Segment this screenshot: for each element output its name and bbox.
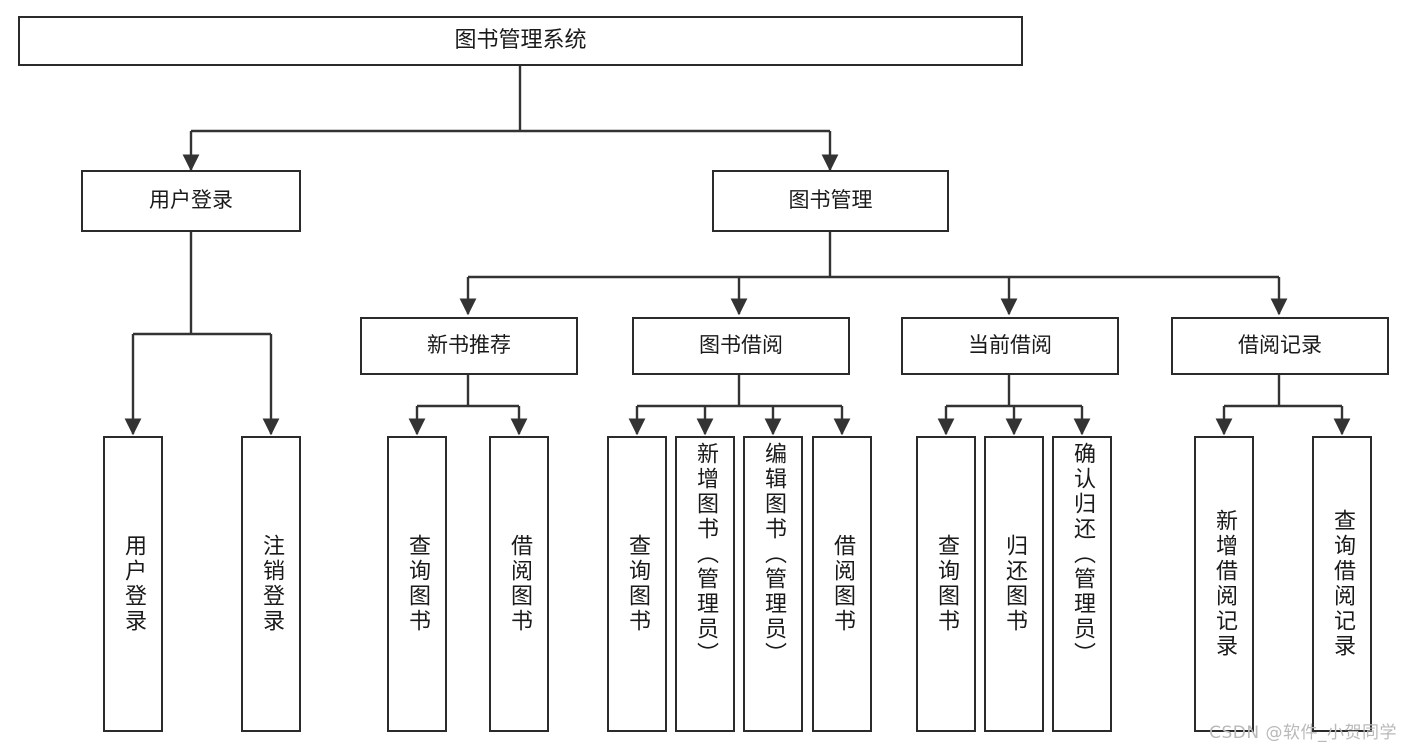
node-label: 用户登录 — [121, 534, 146, 634]
leaf-new-book-query-book[interactable]: 查询图书 — [387, 436, 447, 732]
node-current-borrow[interactable]: 当前借阅 — [901, 317, 1119, 375]
node-label: 图书管理系统 — [454, 27, 587, 53]
node-label: 查询图书 — [625, 534, 650, 634]
leaf-new-book-borrow-book[interactable]: 借阅图书 — [489, 436, 549, 732]
leaf-user-login-logout[interactable]: 注销登录 — [241, 436, 301, 732]
leaf-current-borrow-return-book[interactable]: 归还图书 — [984, 436, 1044, 732]
leaf-book-borrow-borrow-book[interactable]: 借阅图书 — [812, 436, 872, 732]
leaf-user-login-login[interactable]: 用户登录 — [103, 436, 163, 732]
node-label: 查询借阅记录 — [1330, 509, 1355, 659]
leaf-borrow-records-add-record[interactable]: 新增借阅记录 — [1194, 436, 1254, 732]
leaf-book-borrow-edit-book-admin[interactable]: 编辑图书（管理员） — [743, 436, 803, 732]
leaf-book-borrow-add-book-admin[interactable]: 新增图书（管理员） — [675, 436, 735, 732]
leaf-current-borrow-query-book[interactable]: 查询图书 — [916, 436, 976, 732]
node-label: 图书借阅 — [699, 333, 783, 358]
node-label: 新书推荐 — [427, 333, 511, 358]
node-borrow-records[interactable]: 借阅记录 — [1171, 317, 1389, 375]
node-book-borrow[interactable]: 图书借阅 — [632, 317, 850, 375]
leaf-book-borrow-query-book[interactable]: 查询图书 — [607, 436, 667, 732]
node-label: 编辑图书（管理员） — [761, 442, 786, 667]
leaf-current-borrow-confirm-return-admin[interactable]: 确认归还（管理员） — [1052, 436, 1112, 732]
node-label: 归还图书 — [1002, 534, 1027, 634]
leaf-borrow-records-query-record[interactable]: 查询借阅记录 — [1312, 436, 1372, 732]
node-root-book-management-system[interactable]: 图书管理系统 — [18, 16, 1023, 66]
watermark-text: CSDN @软件_小贺同学 — [1209, 723, 1397, 743]
node-label: 借阅记录 — [1238, 333, 1322, 358]
node-user-login[interactable]: 用户登录 — [81, 170, 301, 232]
node-label: 用户登录 — [149, 188, 233, 213]
node-label: 当前借阅 — [968, 333, 1052, 358]
node-label: 确认归还（管理员） — [1070, 442, 1095, 667]
node-new-book-recommend[interactable]: 新书推荐 — [360, 317, 578, 375]
node-label: 注销登录 — [259, 534, 284, 634]
node-label: 借阅图书 — [830, 534, 855, 634]
node-book-management[interactable]: 图书管理 — [712, 170, 949, 232]
node-label: 查询图书 — [405, 534, 430, 634]
node-label: 新增图书（管理员） — [693, 442, 718, 667]
node-label: 查询图书 — [934, 534, 959, 634]
node-label: 新增借阅记录 — [1212, 509, 1237, 659]
node-label: 图书管理 — [788, 188, 873, 213]
node-label: 借阅图书 — [507, 534, 532, 634]
